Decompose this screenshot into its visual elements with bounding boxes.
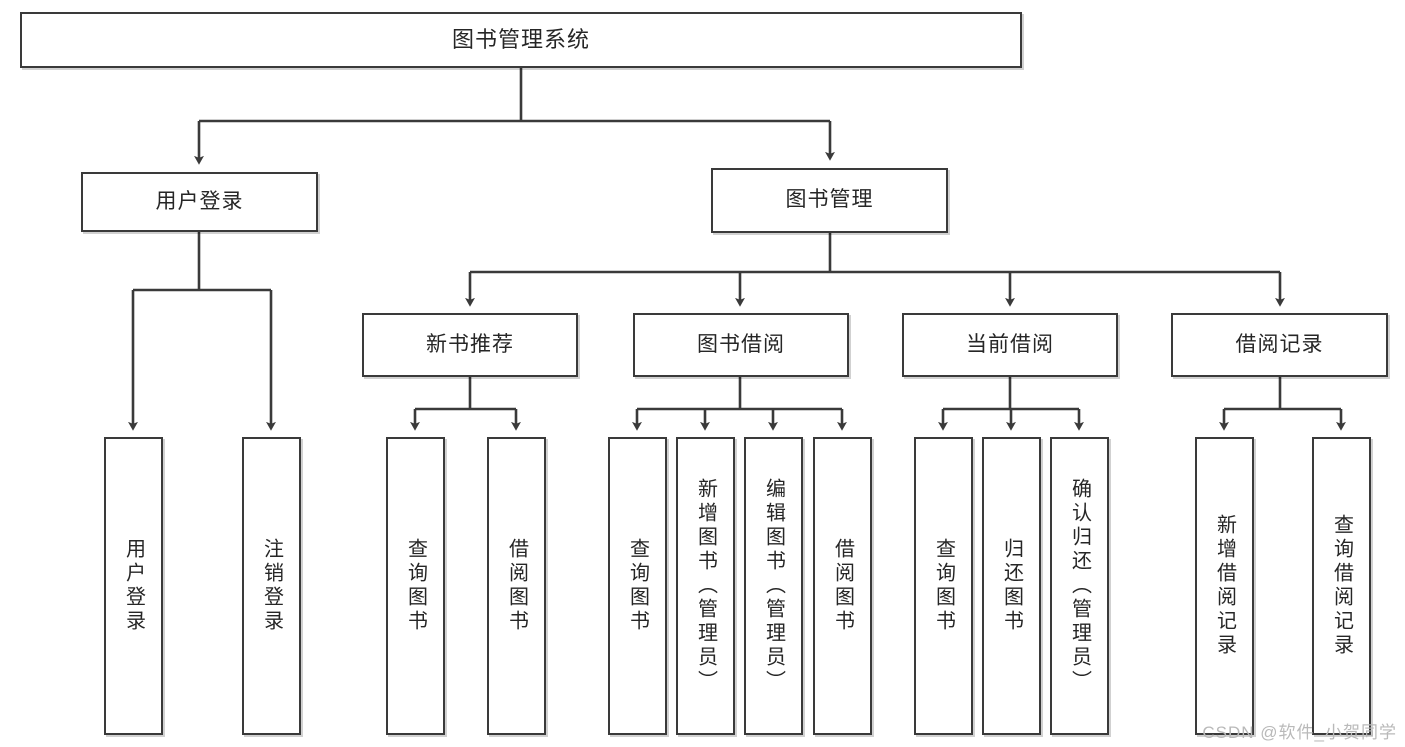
csdn-watermark: CSDN @软件_小贺同学 — [1202, 723, 1397, 742]
node-label: 借阅图书 — [831, 538, 854, 634]
node-label: 借阅记录 — [1235, 332, 1324, 356]
leaf-borrow-query-book[interactable]: 查询图书 — [608, 437, 667, 735]
node-root-system[interactable]: 图书管理系统 — [20, 12, 1022, 68]
leaf-record-query[interactable]: 查询借阅记录 — [1312, 437, 1371, 735]
leaf-user-logout[interactable]: 注销登录 — [242, 437, 301, 735]
node-label: 查询借阅记录 — [1330, 514, 1353, 658]
node-label: 确认归还（管理员） — [1068, 478, 1091, 694]
leaf-current-query-book[interactable]: 查询图书 — [914, 437, 973, 735]
node-new-book-recommend[interactable]: 新书推荐 — [362, 313, 578, 377]
node-label: 注销登录 — [260, 538, 283, 634]
node-borrow-records[interactable]: 借阅记录 — [1171, 313, 1388, 377]
leaf-user-login[interactable]: 用户登录 — [104, 437, 163, 735]
node-label: 编辑图书（管理员） — [762, 478, 785, 694]
leaf-new-book-borrow[interactable]: 借阅图书 — [487, 437, 546, 735]
leaf-record-add[interactable]: 新增借阅记录 — [1195, 437, 1254, 735]
node-label: 新书推荐 — [426, 332, 514, 356]
node-label: 图书借阅 — [697, 332, 785, 356]
node-book-borrow[interactable]: 图书借阅 — [633, 313, 849, 377]
node-label: 归还图书 — [1000, 538, 1023, 634]
node-label: 借阅图书 — [505, 538, 528, 634]
leaf-borrow-add-book[interactable]: 新增图书（管理员） — [676, 437, 735, 735]
leaf-current-return-book[interactable]: 归还图书 — [982, 437, 1041, 735]
node-label: 新增借阅记录 — [1213, 514, 1236, 658]
node-book-management[interactable]: 图书管理 — [711, 168, 948, 233]
leaf-borrow-borrow-book[interactable]: 借阅图书 — [813, 437, 872, 735]
node-label: 用户登录 — [122, 538, 145, 634]
node-user-login[interactable]: 用户登录 — [81, 172, 318, 232]
node-label: 查询图书 — [404, 538, 427, 634]
node-label: 查询图书 — [626, 538, 649, 634]
node-current-borrow[interactable]: 当前借阅 — [902, 313, 1118, 377]
node-label: 查询图书 — [932, 538, 955, 634]
node-label: 图书管理 — [785, 188, 874, 212]
leaf-borrow-edit-book[interactable]: 编辑图书（管理员） — [744, 437, 803, 735]
node-label: 新增图书（管理员） — [694, 478, 717, 694]
leaf-current-confirm-return[interactable]: 确认归还（管理员） — [1050, 437, 1109, 735]
node-label: 当前借阅 — [966, 332, 1054, 356]
node-label: 图书管理系统 — [451, 27, 590, 53]
node-label: 用户登录 — [155, 189, 244, 213]
leaf-new-book-query[interactable]: 查询图书 — [386, 437, 445, 735]
